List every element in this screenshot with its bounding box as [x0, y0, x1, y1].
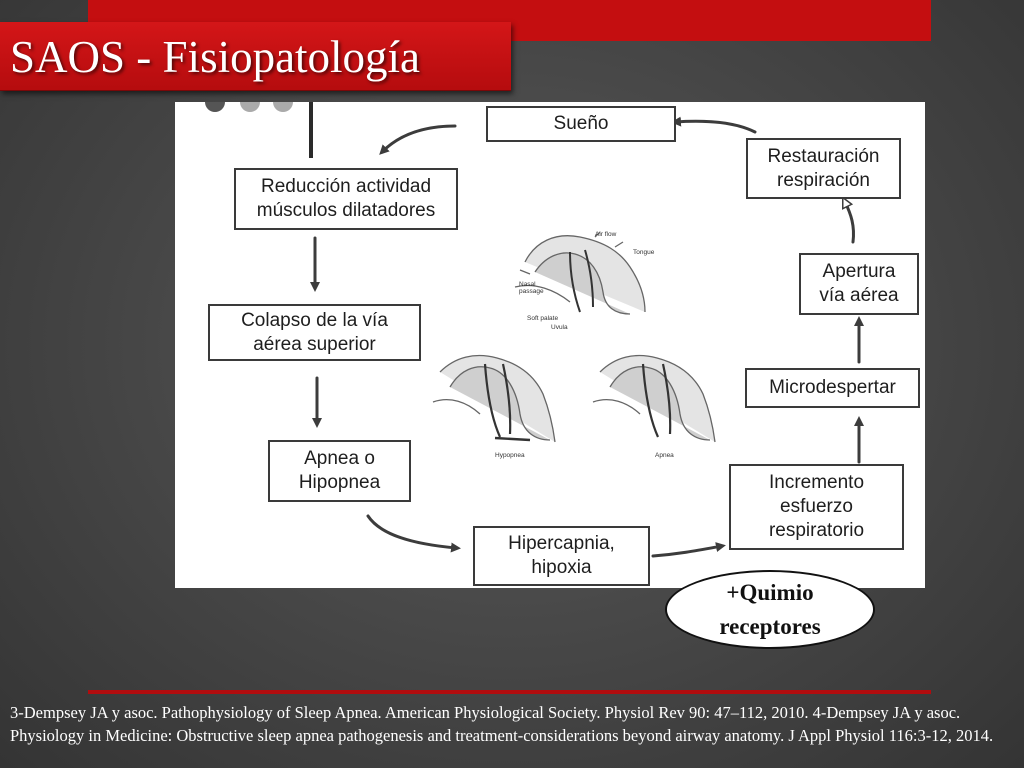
- label-apnea: Apnea: [655, 452, 674, 459]
- title-banner: [0, 22, 511, 91]
- arrow-hipercapnia-to-incremento: [651, 542, 726, 558]
- airway-illustration-normal: [514, 231, 646, 315]
- node-microdespertar: Microdespertar: [745, 368, 920, 408]
- node-apnea-hipopnea: Apnea o Hipopnea: [268, 440, 411, 502]
- arrow-apertura-to-restauracion: [845, 202, 855, 244]
- node-apertura-via-aerea: Apertura vía aérea: [799, 253, 919, 315]
- node-hipercapnia-hipoxia: Hipercapnia, hipoxia: [473, 526, 650, 586]
- citation-text: 3-Dempsey JA y asoc. Pathophysiology of …: [10, 703, 994, 745]
- node-colapso-via-aerea: Colapso de la vía aérea superior: [208, 304, 421, 361]
- node-restauracion-respiracion: Restauración respiración: [746, 138, 901, 199]
- slide-title: SAOS - Fisiopatología: [10, 32, 421, 82]
- label-nasal-passage: Nasal passage: [519, 281, 544, 295]
- arrow-apnea-to-hipercapnia: [366, 514, 461, 553]
- pathophysiology-diagram: Air flow Tongue Nasal passage Soft palat…: [175, 102, 925, 588]
- diagram-arrows: [205, 102, 864, 558]
- arrow-sueno-to-reduccion: [379, 124, 457, 155]
- slide-dot: [205, 102, 225, 112]
- arrow-restauracion-to-sueno: [671, 116, 757, 134]
- label-uvula: Uvula: [551, 324, 568, 331]
- node-reduccion-actividad: Reducción actividad músculos dilatadores: [234, 168, 458, 230]
- node-incremento-esfuerzo: Incremento esfuerzo respiratorio: [729, 464, 904, 550]
- label-soft-palate: Soft palate: [527, 315, 559, 322]
- label-air-flow: Air flow: [595, 231, 617, 238]
- node-sueno: Sueño: [486, 106, 676, 142]
- slide-dot: [240, 102, 260, 112]
- slide-dot: [273, 102, 293, 112]
- label-tongue: Tongue: [633, 249, 655, 256]
- footer-divider: [88, 690, 931, 694]
- quimiorreceptores-callout: +Quimio receptores: [665, 570, 875, 649]
- airway-illustration-apnea: [592, 354, 716, 443]
- airway-illustration-hypopnea: [432, 354, 556, 443]
- label-hypopnea: Hypopnea: [495, 452, 525, 459]
